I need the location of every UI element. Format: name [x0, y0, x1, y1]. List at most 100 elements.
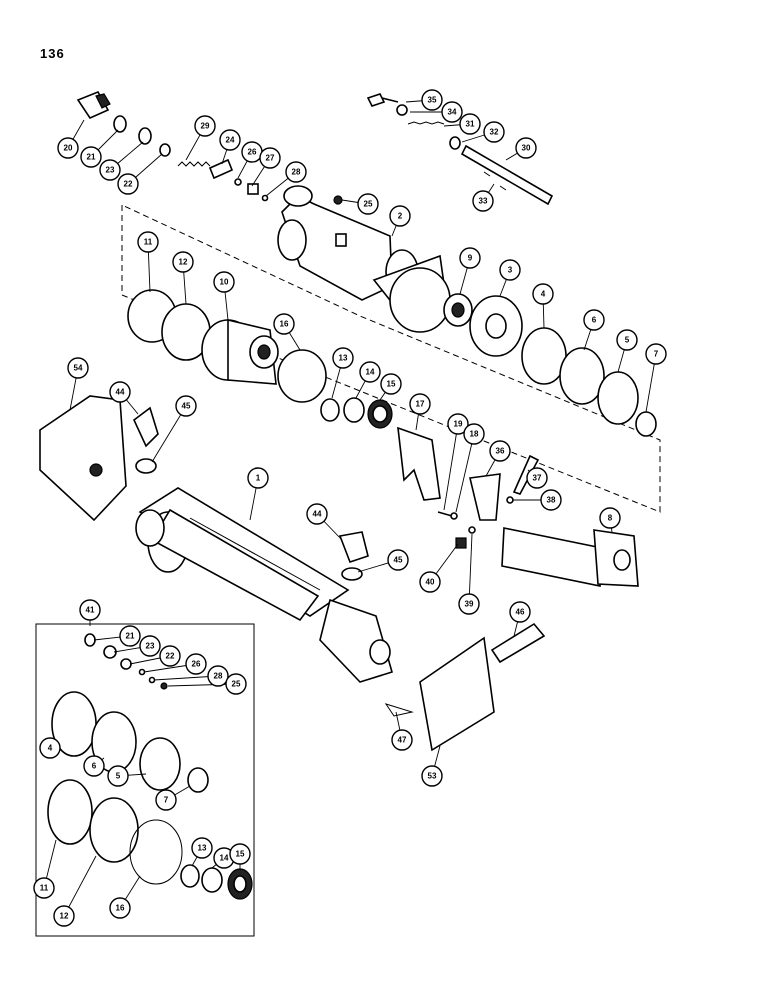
callout-label: 28	[214, 672, 223, 681]
nut-34	[396, 104, 408, 116]
kit-ball-28	[148, 676, 156, 684]
callout-46: 46	[509, 601, 531, 623]
callout-38: 38	[540, 489, 562, 511]
callout-9: 9	[459, 247, 481, 269]
callout-label: 6	[92, 762, 97, 771]
callout-label: 12	[179, 258, 188, 267]
callout-32: 32	[483, 121, 505, 143]
callout-label: 36	[496, 447, 505, 456]
callout-19: 19	[447, 413, 469, 435]
callout-22: 22	[159, 645, 181, 667]
callout-label: 41	[86, 606, 95, 615]
callout-5: 5	[107, 765, 129, 787]
callout-label: 45	[394, 556, 403, 565]
screw-19	[437, 511, 453, 517]
stop-36	[469, 473, 501, 521]
callout-13: 13	[191, 837, 213, 859]
callout-label: 32	[490, 128, 499, 137]
callout-11: 11	[33, 877, 55, 899]
callout-label: 7	[164, 796, 169, 805]
callout-47: 47	[391, 729, 413, 751]
cylinder-head-2	[277, 185, 451, 333]
callout-label: 25	[364, 200, 373, 209]
callout-label: 14	[366, 368, 375, 377]
callout-label: 29	[201, 122, 210, 131]
callout-label: 12	[60, 912, 69, 921]
callout-label: 16	[116, 904, 125, 913]
kit-group-outline	[121, 204, 661, 513]
elbow-44	[133, 406, 159, 448]
piston-rod-8	[501, 527, 639, 587]
callout-label: 11	[144, 238, 153, 247]
callout-label: 47	[398, 736, 407, 745]
callout-label: 21	[87, 153, 96, 162]
seat-27	[247, 183, 259, 195]
callout-18: 18	[463, 423, 485, 445]
nut-9	[443, 293, 473, 327]
callout-label: 30	[522, 144, 531, 153]
callout-label: 20	[64, 144, 73, 153]
bolt-35	[366, 93, 399, 107]
callout-label: 3	[508, 266, 513, 275]
ball-26	[234, 178, 242, 186]
callout-label: 17	[416, 400, 425, 409]
callout-34: 34	[441, 101, 463, 123]
decal-plate-53	[419, 636, 495, 752]
callout-1: 1	[247, 467, 269, 489]
stop-plate-17	[397, 426, 441, 501]
kit-o-ring-7	[187, 767, 209, 793]
leader-line-45	[151, 405, 187, 463]
kit-o-ring-21	[84, 633, 96, 647]
callout-label: 1	[256, 474, 261, 483]
valve-24	[208, 158, 234, 180]
callout-4: 4	[532, 283, 554, 305]
callout-15: 15	[229, 843, 251, 865]
pins-33	[483, 171, 507, 191]
washer-23	[138, 127, 152, 145]
callout-7: 7	[155, 789, 177, 811]
callout-33: 33	[472, 190, 494, 212]
callout-label: 8	[608, 514, 613, 523]
callout-label: 4	[541, 290, 546, 299]
callout-label: 44	[116, 388, 125, 397]
callout-label: 4	[48, 744, 53, 753]
callout-12: 12	[53, 905, 75, 927]
callout-45: 45	[387, 549, 409, 571]
callout-label: 14	[220, 854, 229, 863]
callout-37: 37	[526, 467, 548, 489]
ball-28	[261, 194, 269, 202]
leader-line-39	[468, 533, 473, 605]
callout-label: 35	[428, 96, 437, 105]
plug-25	[333, 195, 343, 205]
wear-ring-16	[277, 349, 327, 403]
callout-16: 16	[109, 897, 131, 919]
callout-25: 25	[225, 673, 247, 695]
mounting-bracket-54	[39, 395, 127, 522]
callout-11: 11	[137, 231, 159, 253]
callout-6: 6	[83, 755, 105, 777]
callout-label: 13	[198, 844, 207, 853]
elbow-44b	[338, 531, 369, 564]
o-ring-21	[113, 115, 127, 133]
leader-line-12	[63, 855, 97, 917]
clip-47	[384, 703, 414, 717]
callout-label: 10	[220, 278, 229, 287]
callout-label: 31	[466, 120, 475, 129]
callout-label: 38	[547, 496, 556, 505]
ring-14	[343, 397, 365, 423]
callout-16: 16	[273, 313, 295, 335]
ring-13	[320, 398, 340, 422]
nut-40	[455, 537, 467, 549]
washer-39	[468, 526, 476, 534]
callout-36: 36	[489, 440, 511, 462]
piston-10	[201, 318, 279, 385]
callout-label: 54	[74, 364, 83, 373]
washer-18	[450, 512, 458, 520]
callout-26: 26	[185, 653, 207, 675]
callout-label: 19	[454, 420, 463, 429]
callout-41: 41	[79, 599, 101, 621]
callout-label: 16	[280, 320, 289, 329]
callout-label: 23	[146, 642, 155, 651]
callout-label: 26	[192, 660, 201, 669]
callout-3: 3	[499, 259, 521, 281]
